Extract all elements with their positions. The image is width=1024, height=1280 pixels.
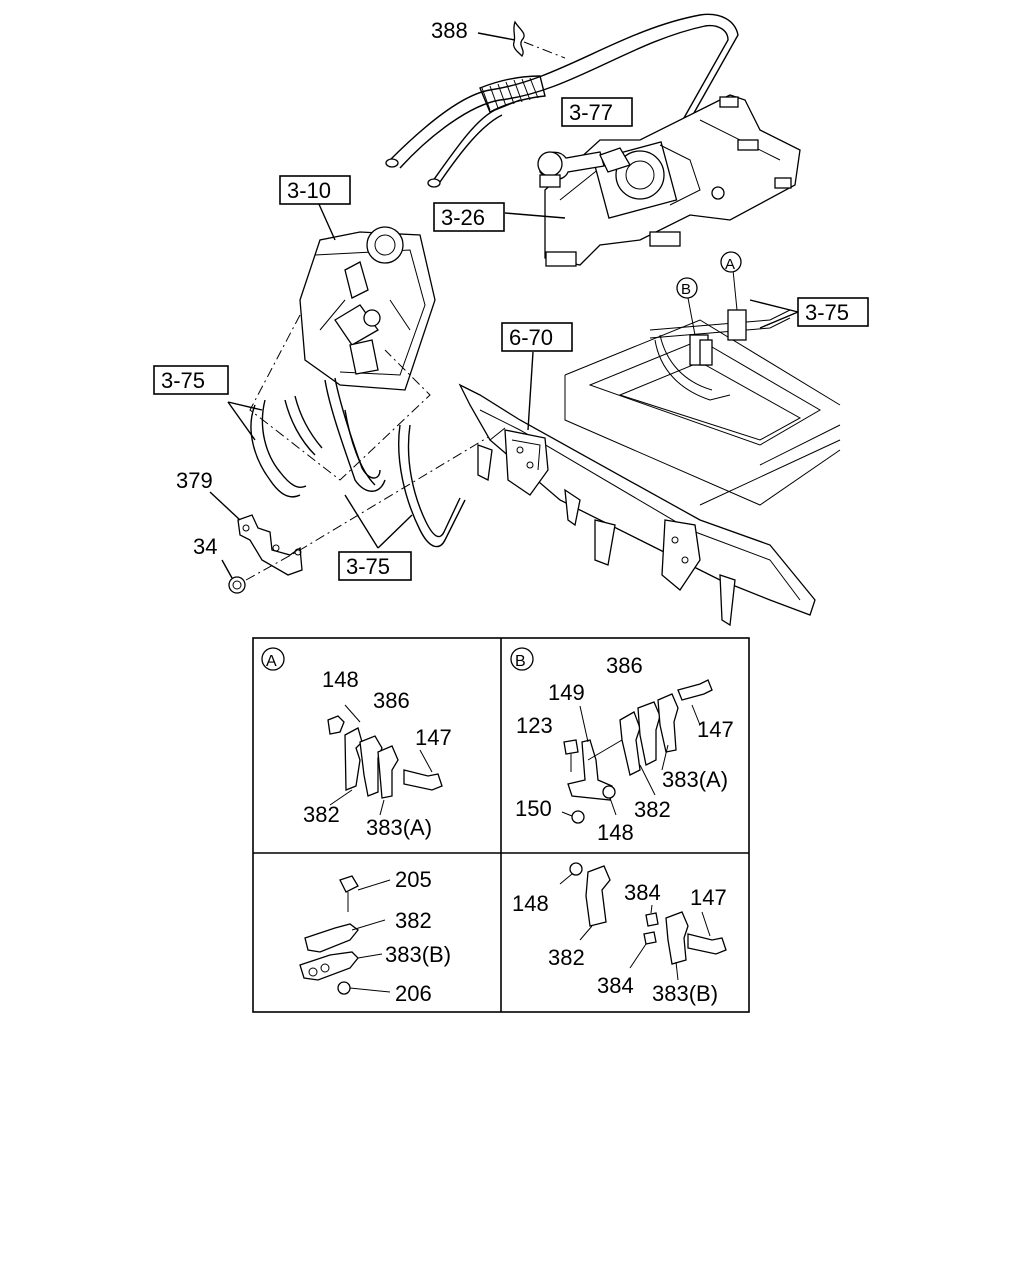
- callout-34: 34: [193, 534, 217, 559]
- detail-d: 148 384 147 382 384 383(B): [512, 862, 727, 1006]
- detail-c-382: 382: [395, 908, 432, 933]
- detail-c-383b: 383(B): [385, 942, 451, 967]
- detail-b-147: 147: [697, 717, 734, 742]
- marker-b: B: [681, 281, 691, 298]
- detail-b-marker: B: [515, 653, 526, 670]
- detail-a-148: 148: [322, 667, 359, 692]
- detail-c-206: 206: [395, 981, 432, 1006]
- callout-3-10-text: 3-10: [287, 178, 331, 203]
- detail-c: 205 382 383(B) 206: [299, 867, 451, 1006]
- callout-3-10: 3-10: [279, 175, 351, 205]
- detail-b-382: 382: [634, 797, 671, 822]
- detail-b-149: 149: [548, 680, 585, 705]
- callout-379-text: 379: [176, 468, 213, 493]
- detail-b: B 386 149 123 147 383(A) 150 382 148: [510, 647, 734, 845]
- detail-b-386: 386: [606, 653, 643, 678]
- callout-388: 388: [431, 18, 468, 43]
- callout-3-77: 3-77: [561, 97, 633, 127]
- detail-a-383a: 383(A): [366, 815, 432, 840]
- detail-b-123: 123: [516, 713, 553, 738]
- detail-b-148: 148: [597, 820, 634, 845]
- detail-b-383a: 383(A): [662, 767, 728, 792]
- callout-34-text: 34: [193, 534, 217, 559]
- callout-3-26-text: 3-26: [441, 205, 485, 230]
- callout-3-75-bottom-text: 3-75: [346, 554, 390, 579]
- callout-6-70-text: 6-70: [509, 325, 553, 350]
- marker-a: A: [725, 256, 735, 273]
- callout-6-70: 6-70: [501, 322, 573, 352]
- callout-3-77-text: 3-77: [569, 100, 613, 125]
- detail-d-384-bottom: 384: [597, 973, 634, 998]
- detail-d-384-top: 384: [624, 880, 661, 905]
- detail-d-148: 148: [512, 891, 549, 916]
- detail-c-205: 205: [395, 867, 432, 892]
- detail-a-386: 386: [373, 688, 410, 713]
- callout-3-75-right: 3-75: [797, 297, 869, 327]
- marker-a-text: A: [725, 256, 735, 273]
- marker-b-text: B: [681, 281, 691, 298]
- detail-panels-frame: [252, 637, 750, 1013]
- callout-3-26: 3-26: [433, 202, 505, 232]
- callout-3-75-left: 3-75: [153, 365, 229, 395]
- detail-a-382: 382: [303, 802, 340, 827]
- callout-3-75-bottom: 3-75: [338, 551, 412, 581]
- detail-d-382: 382: [548, 945, 585, 970]
- detail-b-150: 150: [515, 796, 552, 821]
- callout-388-text: 388: [431, 18, 468, 43]
- detail-d-383b: 383(B): [652, 981, 718, 1006]
- detail-a: A 148 386 147 382 383(A): [261, 647, 452, 840]
- callout-3-75-right-text: 3-75: [805, 300, 849, 325]
- detail-a-marker: A: [266, 653, 277, 670]
- hose-assembly-drawing: [209, 13, 841, 627]
- callout-3-75-left-text: 3-75: [161, 368, 205, 393]
- detail-a-147: 147: [415, 725, 452, 750]
- callout-379: 379: [176, 468, 213, 493]
- detail-d-147: 147: [690, 885, 727, 910]
